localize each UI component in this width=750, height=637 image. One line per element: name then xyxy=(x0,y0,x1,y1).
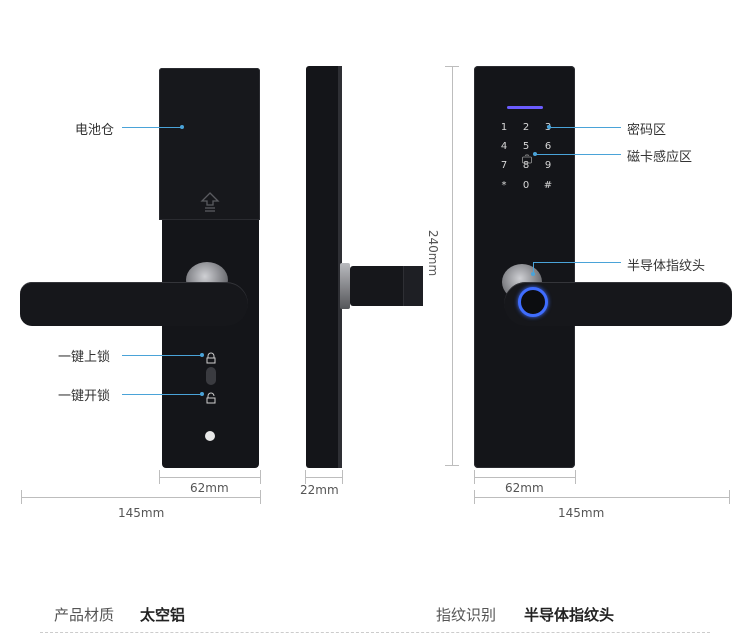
upload-arrow-icon xyxy=(198,190,222,214)
material-label: 产品材质 xyxy=(54,606,115,624)
side-lever-end xyxy=(403,266,423,306)
material-value: 太空铝 xyxy=(140,606,186,624)
footer-divider xyxy=(40,632,710,633)
front-lower-body xyxy=(162,220,259,468)
fingerprint-head-label: 半导体指纹头 xyxy=(627,259,706,274)
side-spindle xyxy=(340,263,350,309)
toggle-switch[interactable] xyxy=(206,367,216,385)
key-5[interactable]: 5 xyxy=(522,141,530,152)
card-reader-icon xyxy=(521,151,533,164)
fingerprint-spec-label: 指纹识别 xyxy=(436,606,497,624)
lock-icon xyxy=(205,349,217,364)
height-dim: 240mm xyxy=(426,229,441,277)
key-4[interactable]: 4 xyxy=(500,141,508,152)
battery-label: 电池仓 xyxy=(75,123,115,138)
key-7[interactable]: 7 xyxy=(500,160,508,171)
status-indicator xyxy=(507,106,543,109)
key-hole-icon xyxy=(205,431,215,441)
front-width-dim: 62mm xyxy=(190,481,229,495)
fingerprint-spec-value: 半导体指纹头 xyxy=(524,606,615,624)
fingerprint-sensor[interactable] xyxy=(518,287,548,317)
side-width-dim: 22mm xyxy=(300,483,339,497)
battery-cover xyxy=(159,68,260,220)
unlock-icon xyxy=(205,389,217,404)
password-area-label: 密码区 xyxy=(627,123,667,138)
front-total-dim: 145mm xyxy=(118,506,165,520)
key-star[interactable]: * xyxy=(501,180,507,191)
key-0[interactable]: 0 xyxy=(522,180,530,191)
key-6[interactable]: 6 xyxy=(544,141,552,152)
side-body xyxy=(306,66,342,468)
back-total-dim: 145mm xyxy=(558,506,605,520)
front-lever-handle xyxy=(20,282,248,326)
key-2[interactable]: 2 xyxy=(522,122,530,133)
key-9[interactable]: 9 xyxy=(544,160,552,171)
key-hash[interactable]: # xyxy=(543,180,553,191)
unlock-one-key-label: 一键开锁 xyxy=(58,389,111,404)
key-1[interactable]: 1 xyxy=(500,122,508,133)
lock-one-key-label: 一键上锁 xyxy=(58,350,111,365)
card-area-label: 磁卡感应区 xyxy=(627,150,693,165)
key-8[interactable]: 8 xyxy=(522,160,530,171)
back-width-dim: 62mm xyxy=(505,481,544,495)
